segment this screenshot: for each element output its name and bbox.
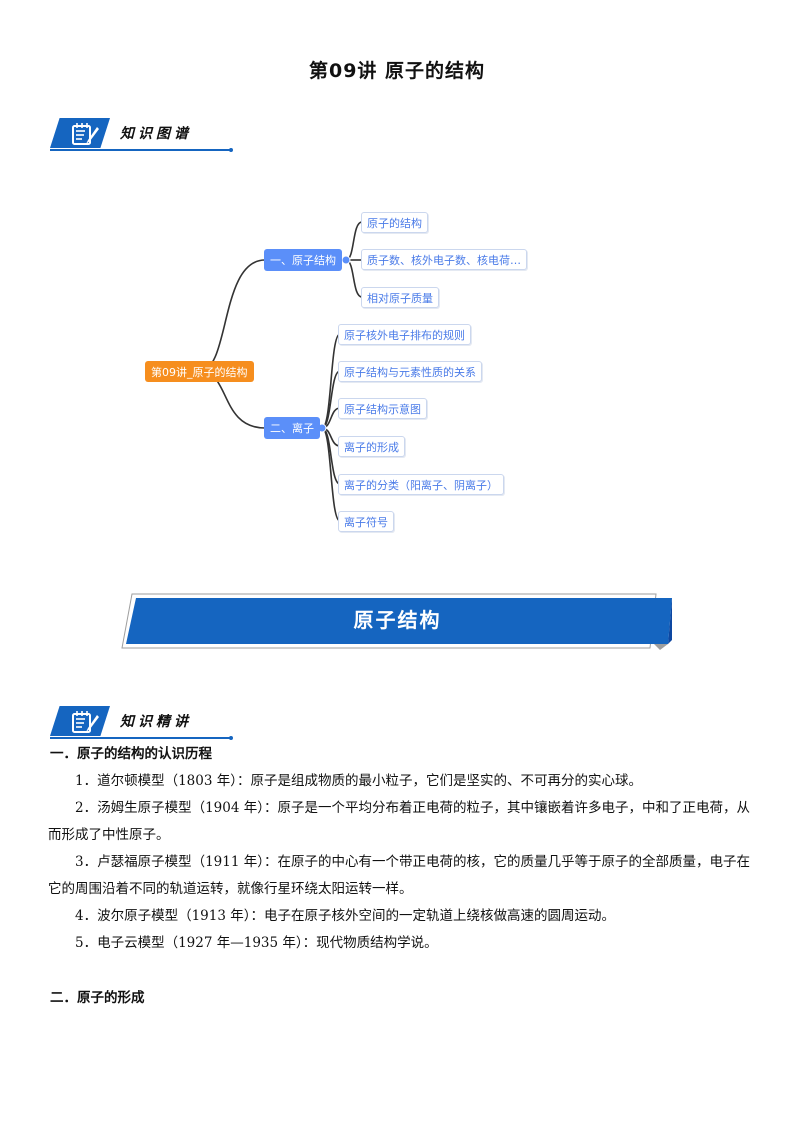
section-label: 知识图谱 [120, 126, 192, 142]
subheading-formation: 二．原子的形成 [50, 990, 145, 1006]
section-header-knowledge-explained: 知识精讲 [50, 706, 235, 742]
history-list: 1．道尔顿模型（1803 年）：原子是组成物质的最小粒子，它们是坚实的、不可再分… [48, 768, 758, 957]
section-label: 知识精讲 [120, 714, 192, 730]
subheading-history: 一．原子的结构的认识历程 [50, 746, 212, 762]
mind-map-leaf: 原子核外电子排布的规则 [338, 324, 471, 345]
history-item: 5．电子云模型（1927 年—1935 年）：现代物质结构学说。 [75, 935, 438, 951]
page-title: 第09讲 原子的结构 [308, 60, 486, 82]
history-item: 2．汤姆生原子模型（1904 年）：原子是一个平均分布着正电荷的粒子，其中镶嵌着… [48, 800, 750, 843]
notepad-pen-icon [72, 123, 99, 145]
mind-map-leaf: 离子的分类（阳离子、阴离子） [338, 474, 504, 495]
mind-map-connectors [199, 221, 363, 522]
history-item: 1．道尔顿模型（1803 年）：原子是组成物质的最小粒子，它们是坚实的、不可再分… [75, 773, 642, 789]
mind-map-branch-atomic-structure: 一、原子结构 [264, 249, 342, 271]
mind-map-leaf: 质子数、核外电子数、核电荷… [361, 249, 527, 270]
banner-title: 原子结构 [353, 608, 442, 632]
mind-map-leaf: 原子结构示意图 [338, 398, 427, 419]
mind-map-leaf: 原子结构与元素性质的关系 [338, 361, 482, 382]
mind-map-leaf: 原子的结构 [361, 212, 428, 233]
mind-map-leaf: 离子符号 [338, 511, 394, 532]
notepad-pen-icon [72, 711, 99, 733]
mind-map-branch-ions: 二、离子 [264, 417, 320, 439]
history-item: 3．卢瑟福原子模型（1911 年）：在原子的中心有一个带正电荷的核，它的质量几乎… [48, 854, 750, 897]
mind-map-leaf: 离子的形成 [338, 436, 405, 457]
mind-map-leaf: 相对原子质量 [361, 287, 439, 308]
section-banner: 原子结构 [120, 592, 675, 654]
section-header-knowledge-map: 知识图谱 [50, 118, 235, 154]
history-item: 4．波尔原子模型（1913 年）：电子在原子核外空间的一定轨道上绕核做高速的圆周… [75, 908, 615, 924]
mind-map-root: 第09讲_原子的结构 [145, 361, 254, 382]
